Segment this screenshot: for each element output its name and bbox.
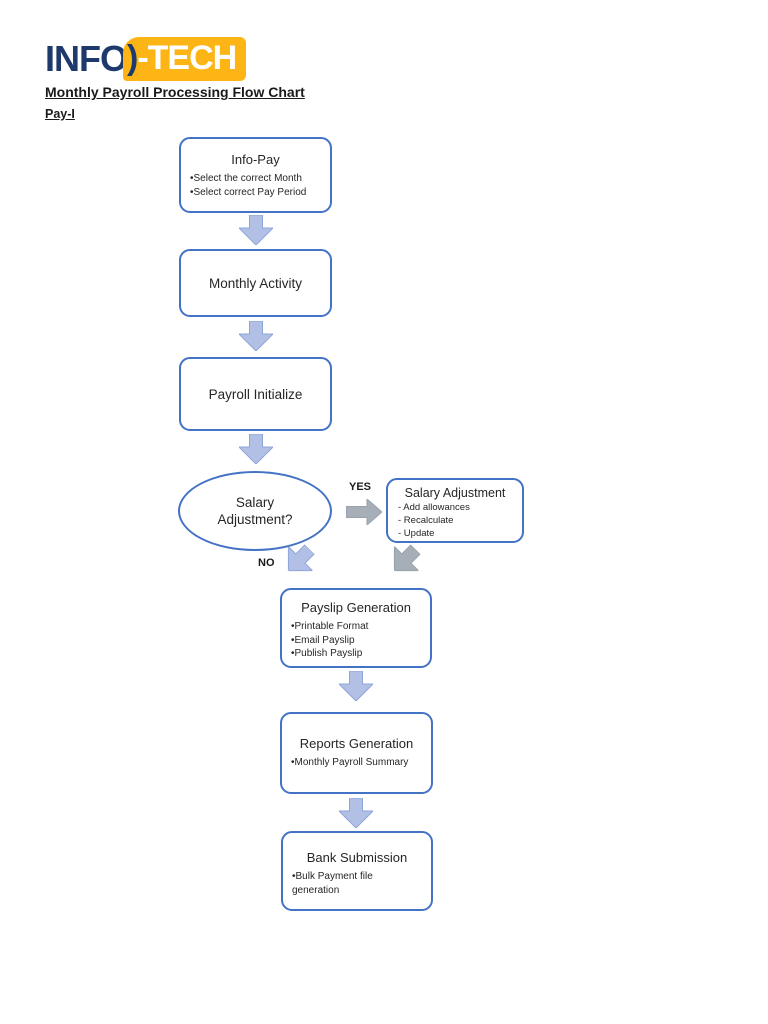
bullet-item: - Update bbox=[398, 528, 435, 539]
page-title: Monthly Payroll Processing Flow Chart bbox=[45, 84, 305, 100]
bullet-item: •Printable Format bbox=[291, 621, 369, 632]
bullet-item: •Select correct Pay Period bbox=[190, 186, 307, 198]
logo-text-info: INFO bbox=[45, 38, 128, 79]
node-title: Bank Submission bbox=[306, 850, 408, 865]
edge-label-no: NO bbox=[258, 557, 275, 569]
node-title: Info-Pay bbox=[231, 152, 280, 167]
node-title: Payroll Initialize bbox=[208, 386, 303, 402]
arrow-reports-to-bank-submission bbox=[339, 798, 373, 828]
info-tech-logo: INFO )-TECH bbox=[45, 37, 247, 81]
node-bullets: •Monthly Payroll Summary bbox=[282, 756, 431, 770]
flow-node-info-pay: Info-Pay •Select the correct Month •Sele… bbox=[179, 137, 332, 213]
logo-text-tech: -TECH bbox=[137, 39, 237, 77]
flow-node-salary-adjustment-decision: Salary Adjustment? bbox=[178, 471, 332, 551]
arrow-payroll-initialize-to-decision bbox=[239, 434, 273, 464]
node-bullets: •Printable Format •Email Payslip •Publis… bbox=[282, 620, 430, 661]
logo-yellow-badge: )-TECH bbox=[123, 37, 247, 81]
node-title: Payslip Generation bbox=[301, 600, 411, 615]
bullet-item: •Publish Payslip bbox=[291, 648, 363, 659]
node-bullets: •Select the correct Month •Select correc… bbox=[181, 172, 330, 199]
bullet-item: - Recalculate bbox=[398, 515, 454, 526]
node-title: Salary Adjustment? bbox=[217, 495, 293, 527]
node-title: Monthly Activity bbox=[208, 275, 303, 291]
flow-node-payroll-initialize: Payroll Initialize bbox=[179, 357, 332, 431]
bullet-item: •Email Payslip bbox=[291, 634, 355, 646]
node-bullets: - Add allowances - Recalculate - Update bbox=[388, 501, 522, 540]
arrow-payslip-to-reports bbox=[339, 671, 373, 701]
node-title: Reports Generation bbox=[299, 736, 414, 751]
flow-node-bank-submission: Bank Submission •Bulk Payment file gener… bbox=[281, 831, 433, 911]
section-label: Pay-I bbox=[45, 107, 75, 121]
flow-node-monthly-activity: Monthly Activity bbox=[179, 249, 332, 317]
flow-node-payslip-generation: Payslip Generation •Printable Format •Em… bbox=[280, 588, 432, 668]
flow-node-reports-generation: Reports Generation •Monthly Payroll Summ… bbox=[280, 712, 433, 794]
bullet-item: •Select the correct Month bbox=[190, 173, 302, 184]
node-bullets: •Bulk Payment file generation bbox=[283, 870, 431, 897]
arrow-monthly-activity-to-payroll-initialize bbox=[239, 321, 273, 351]
arrow-info-pay-to-monthly-activity bbox=[239, 215, 273, 245]
bullet-item: •Monthly Payroll Summary bbox=[291, 757, 409, 768]
bullet-item: •Bulk Payment file generation bbox=[292, 871, 373, 896]
arrow-decision-yes-to-salary-adjustment bbox=[346, 499, 382, 525]
edge-label-yes: YES bbox=[349, 481, 372, 493]
flow-node-salary-adjustment: Salary Adjustment - Add allowances - Rec… bbox=[386, 478, 524, 543]
node-title: Salary Adjustment bbox=[404, 486, 506, 500]
arrow-salary-adjustment-to-payslip-generation bbox=[393, 544, 421, 572]
arrow-decision-no-to-payslip-generation bbox=[287, 544, 315, 572]
logo-paren: ) bbox=[127, 39, 138, 77]
bullet-item: - Add allowances bbox=[398, 502, 470, 513]
